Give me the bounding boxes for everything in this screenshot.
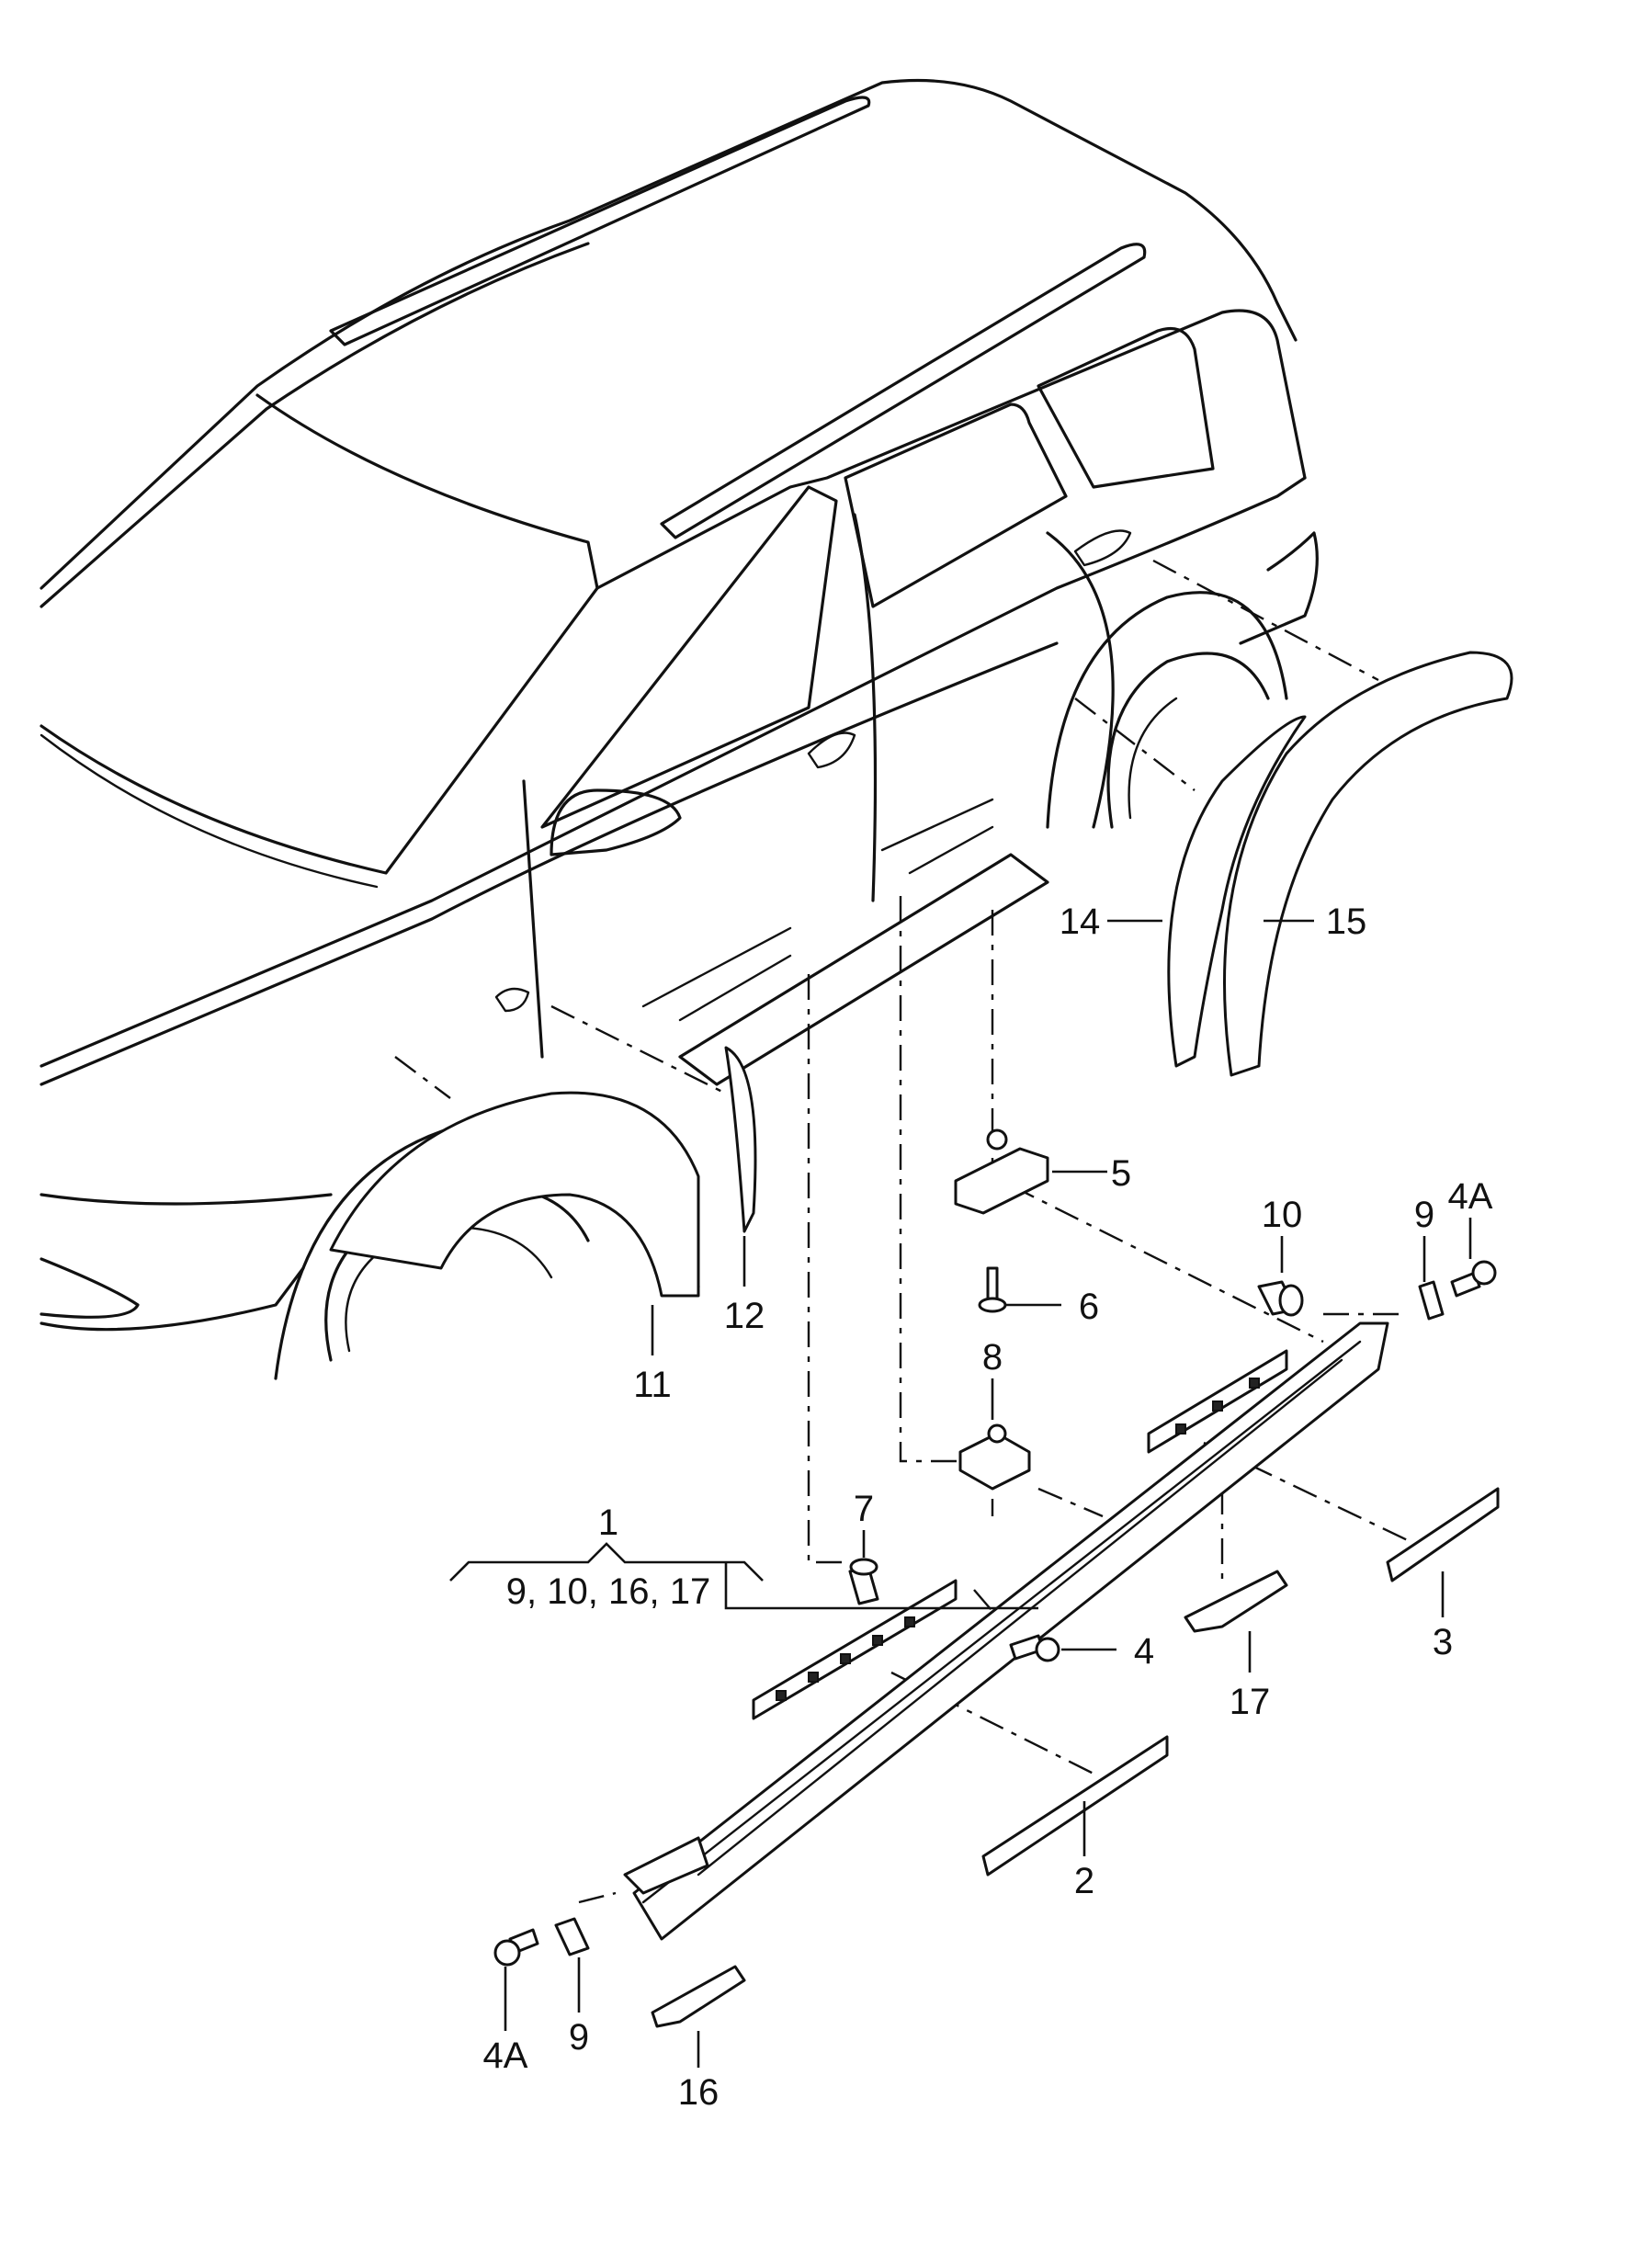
callout-9-bottom: 9 — [569, 2017, 589, 2058]
callout-9-top: 9 — [1414, 1195, 1434, 1235]
callout-17: 17 — [1230, 1682, 1271, 1722]
strip-part-12 — [724, 1046, 757, 1233]
clip-part-8 — [958, 1423, 1031, 1491]
nut-part-9-top — [1418, 1280, 1445, 1321]
sill-clip-holes — [776, 1378, 1260, 1701]
callout-11: 11 — [633, 1365, 672, 1405]
callout-14: 14 — [1060, 902, 1101, 942]
callout-1-sub: 9, 10, 16, 17 — [506, 1571, 710, 1612]
bracket-part-5 — [954, 1128, 1049, 1215]
wheel-arch-trim-rear — [1167, 651, 1513, 1077]
screw-part-4a-bottom — [493, 1928, 539, 1967]
screw-part-6 — [978, 1266, 1007, 1313]
callout-6: 6 — [1079, 1287, 1099, 1327]
callout-7: 7 — [854, 1489, 874, 1529]
callout-4: 4 — [1134, 1631, 1154, 1672]
nut-part-9-bottom — [554, 1917, 590, 1956]
cover-part-17 — [1184, 1570, 1288, 1633]
callout-1: 1 — [598, 1503, 618, 1543]
callout-8: 8 — [982, 1337, 1003, 1378]
wheel-arch-trim-front — [329, 1091, 700, 1298]
leader-lines — [449, 919, 1472, 2068]
callout-10: 10 — [1262, 1195, 1303, 1235]
screw-part-4a-top — [1450, 1260, 1497, 1298]
trim-strip-3 — [1386, 1487, 1500, 1582]
callout-16: 16 — [678, 2072, 720, 2113]
callout-5: 5 — [1111, 1153, 1131, 1194]
callout-3: 3 — [1433, 1622, 1453, 1662]
side-sill-panel — [623, 1321, 1389, 1941]
cover-part-16 — [651, 1965, 746, 2028]
trim-strip-2 — [981, 1735, 1169, 1877]
callout-4a-bottom: 4A — [483, 2036, 528, 2076]
callout-15: 15 — [1326, 902, 1367, 942]
callout-2: 2 — [1074, 1861, 1094, 1901]
clip-part-7 — [848, 1558, 879, 1605]
screw-part-4 — [1009, 1634, 1060, 1662]
callout-4a-top: 4A — [1448, 1176, 1493, 1217]
callout-12: 12 — [724, 1296, 765, 1336]
callout-labels: 1 9, 10, 16, 17 2 3 4 4A 4A 5 6 7 8 9 9 … — [483, 902, 1493, 2113]
clip-part-10 — [1257, 1280, 1304, 1317]
